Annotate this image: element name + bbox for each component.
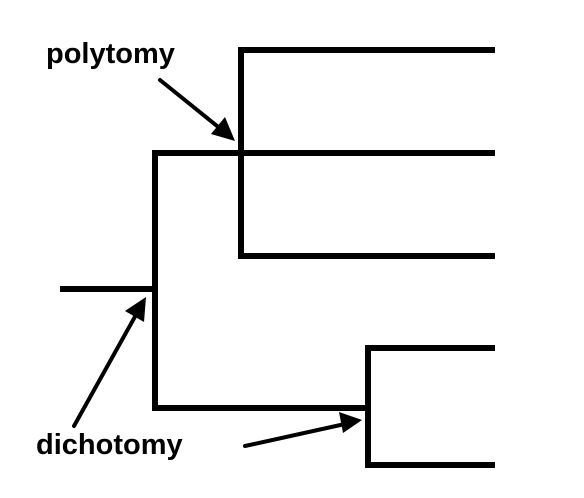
dichotomy-arrowhead-root (125, 297, 146, 322)
polytomy-label: polytomy (46, 38, 175, 70)
polytomy-arrowhead (211, 117, 235, 141)
dichotomy-label: dichotomy (36, 429, 183, 461)
dichotomy-arrow-lower (243, 422, 347, 448)
polytomy-arrow (158, 78, 224, 132)
dichotomy-arrowhead-lower (339, 412, 362, 433)
dichotomy-arrow-root (72, 311, 139, 428)
